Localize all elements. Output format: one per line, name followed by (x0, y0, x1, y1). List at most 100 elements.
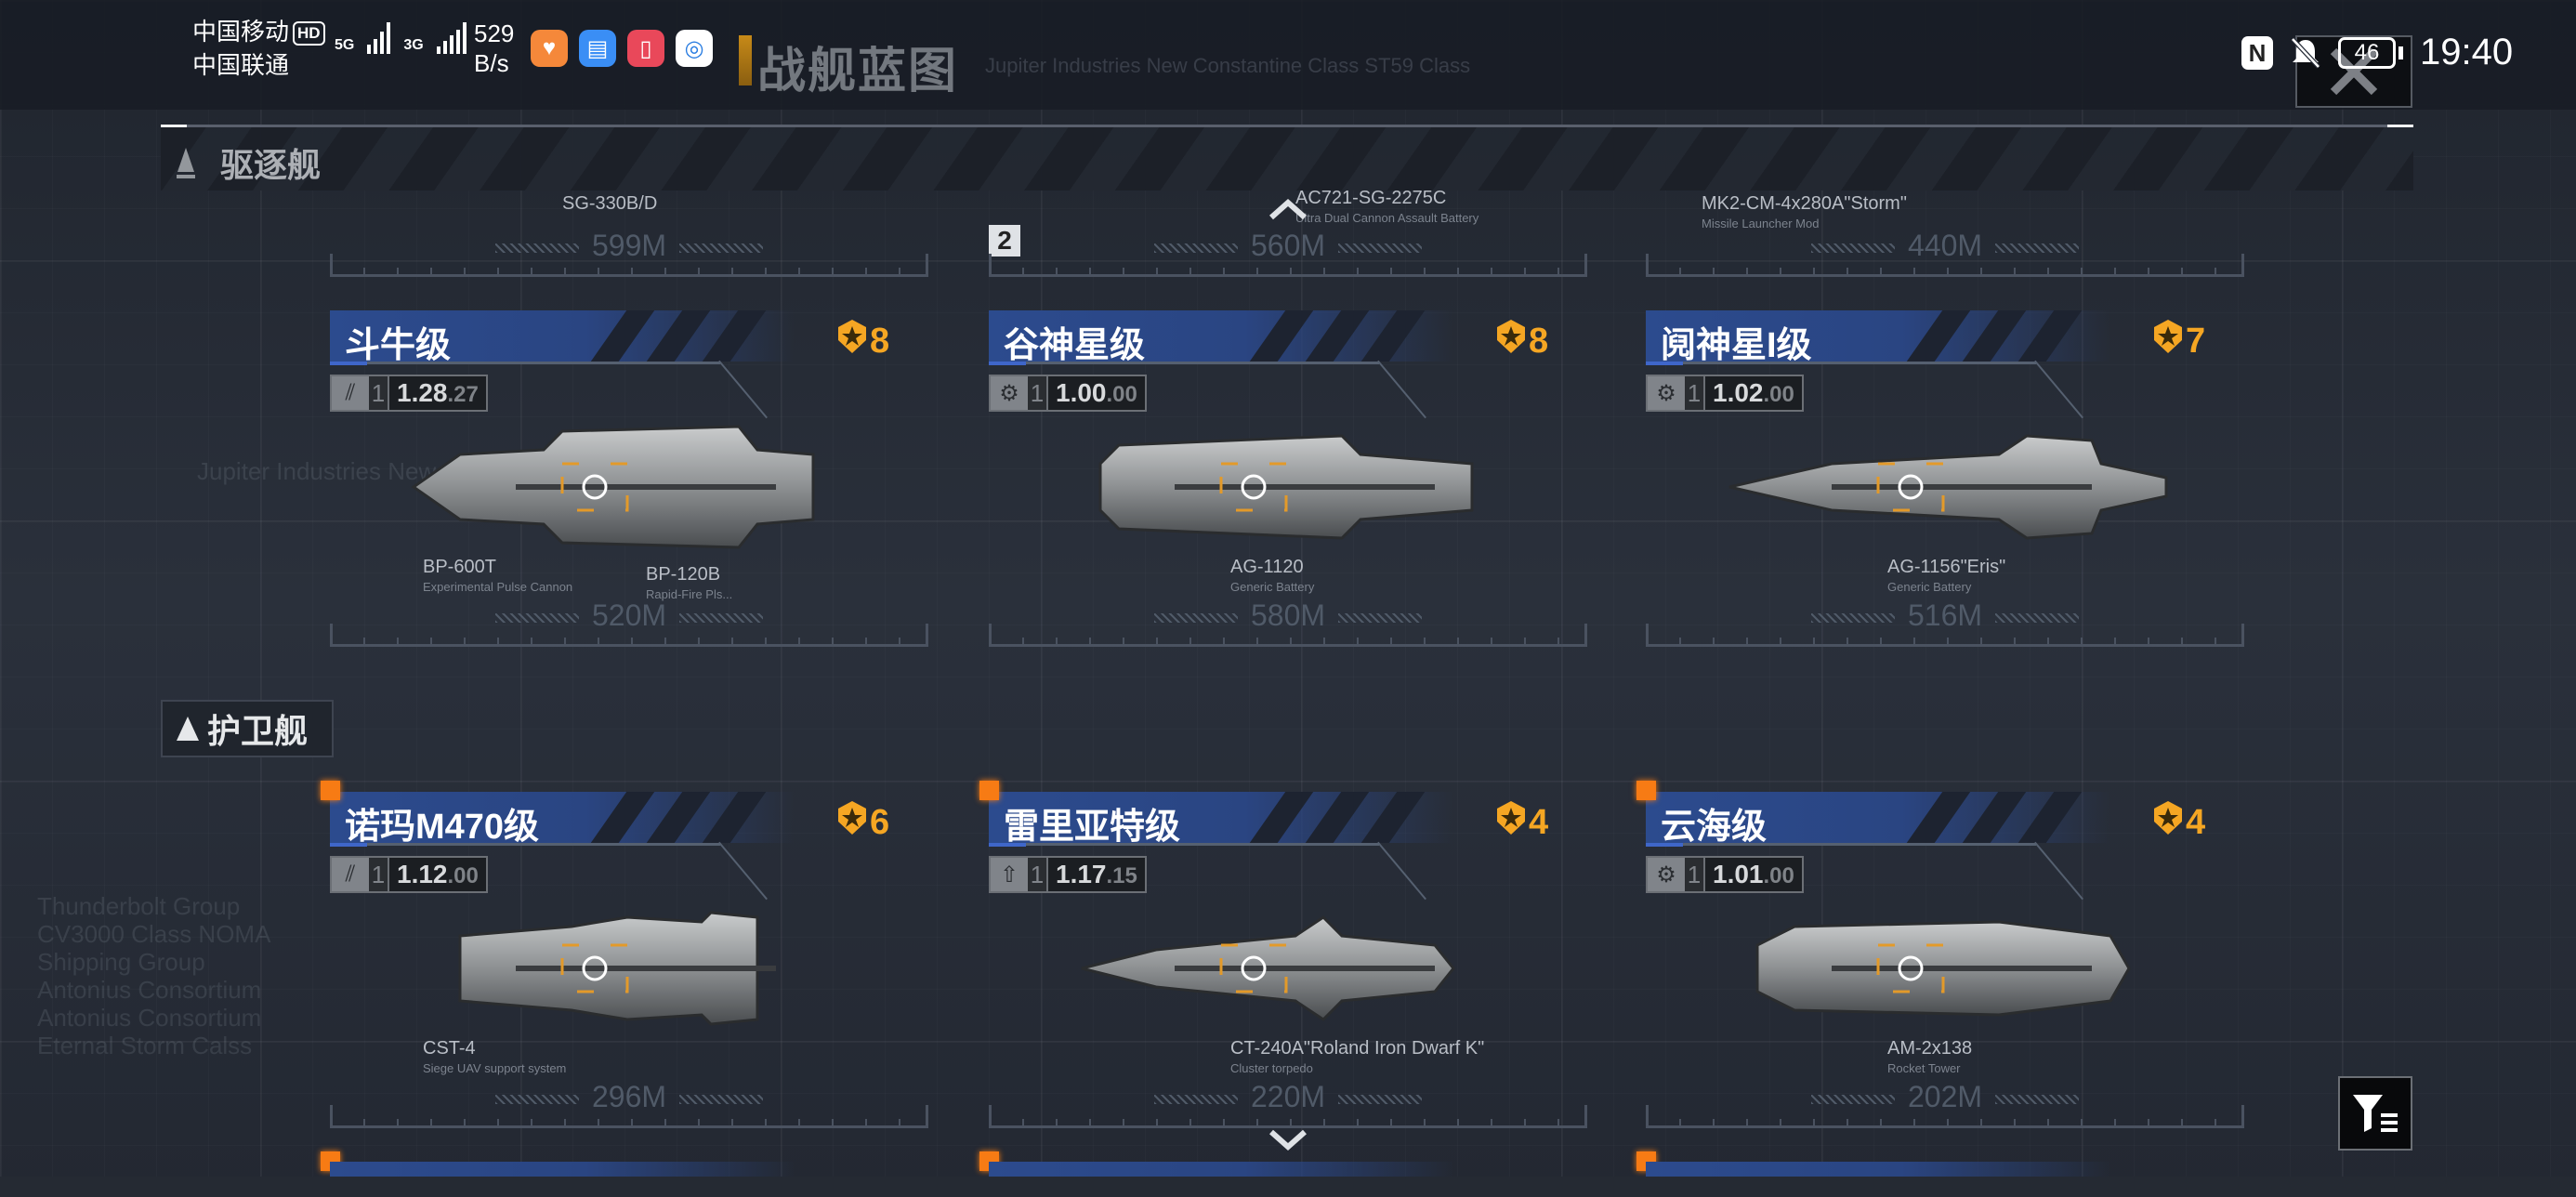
speed-unit: B/s (474, 49, 509, 77)
section-title: 护卫舰 (207, 712, 309, 750)
top-shade (0, 0, 2576, 110)
rank-insignia-icon (2152, 318, 2184, 364)
weapon-label: MK2-CM-4x280A"Storm"Missile Launcher Mod (1702, 193, 1907, 230)
weapon-label: CT-240A"Roland Iron Dwarf K"Cluster torp… (1230, 1038, 1484, 1075)
new-marker (1636, 781, 1656, 800)
weapon-name: SG-330B/D (562, 193, 658, 214)
weapon-desc: Missile Launcher Mod (1702, 217, 1820, 230)
value-main: 1.00 (1056, 378, 1107, 407)
bg-text: Thunderbolt Group CV3000 Class NOMA Ship… (37, 892, 297, 1059)
underline-accent (1646, 843, 1683, 847)
engineering-icon: ⚙ (1648, 858, 1685, 891)
section-header-frigate[interactable]: 护卫舰 (161, 700, 334, 757)
title-stripe (1249, 792, 1314, 843)
rank-insignia-icon (2152, 799, 2184, 846)
length-ruler (330, 624, 928, 647)
title-stripe (1360, 310, 1426, 362)
ship-value: 1.01.00 (1705, 858, 1802, 891)
value-sub: .15 (1106, 863, 1137, 888)
title-stripe (1906, 792, 1971, 843)
chevron-up-icon (1269, 198, 1307, 220)
filter-button[interactable] (2338, 1076, 2412, 1151)
ship-name: 谷神星级 (1004, 326, 1146, 365)
ship-level: 1 (369, 376, 389, 410)
nfc-icon: N (2241, 35, 2273, 70)
ship-name: 雷里亚特级 (1004, 808, 1181, 847)
title-marker (739, 35, 752, 86)
bg-text-line: Thunderbolt Group (37, 892, 241, 920)
ship-level: 1 (1685, 376, 1705, 410)
ship-card-partial[interactable] (989, 1162, 1587, 1177)
ship-level: 1 (1028, 858, 1048, 891)
scroll-up-button[interactable] (1268, 195, 1308, 228)
weapon-desc: Siege UAV support system (423, 1061, 567, 1075)
title-underline (989, 362, 1379, 365)
value-sub: .00 (447, 863, 479, 888)
weapon-desc: Generic Battery (1887, 580, 1972, 594)
weapon-name: CST-4 (423, 1038, 476, 1059)
ballistic-icon: ⫽ (332, 376, 369, 410)
weapon-label: AG-1156"Eris"Generic Battery (1887, 557, 2005, 594)
title-stripe (1305, 792, 1370, 843)
carrier-1-label: 中国移动 (192, 18, 290, 46)
value-sub: .00 (1106, 382, 1137, 407)
length-ruler (1646, 1105, 2244, 1128)
ship-image[interactable] (1720, 880, 2185, 1057)
weapon-desc: Generic Battery (1230, 580, 1315, 594)
title-bar (989, 310, 1453, 362)
title-stripe (1360, 792, 1426, 843)
title-bar (989, 792, 1453, 843)
section-header-destroyer[interactable]: 驱逐舰 (161, 125, 2413, 191)
rank-value: 7 (2186, 321, 2206, 361)
title-bar (330, 792, 795, 843)
title-underline (989, 843, 1379, 847)
value-main: 1.17 (1056, 860, 1107, 888)
ship-card-partial[interactable] (330, 1162, 928, 1177)
bottom-fade (0, 1177, 2576, 1197)
weapon-name: AM-2x138 (1887, 1038, 1973, 1059)
title-stripe (590, 310, 655, 362)
ship-name: 诺玛M470级 (345, 808, 540, 847)
rank-value: 6 (870, 802, 890, 842)
rank-badge: 4 (2152, 799, 2205, 846)
signal-icon (436, 22, 467, 54)
rank-badge: 4 (1495, 799, 1548, 846)
page-subtitle: Jupiter Industries New Constantine Class… (985, 54, 1471, 77)
underline-accent (989, 843, 1026, 847)
title-underline (330, 362, 720, 365)
value-sub: .27 (447, 382, 479, 407)
title-stripe (1249, 310, 1314, 362)
ship-image[interactable] (404, 399, 869, 575)
length-ruler (989, 254, 1587, 277)
ship-image[interactable] (1063, 399, 1528, 575)
ship-image[interactable] (1063, 880, 1528, 1057)
title-underline (330, 843, 720, 847)
ship-card-partial[interactable] (1646, 1162, 2244, 1177)
ship-image[interactable] (404, 880, 869, 1057)
ship-card-partial[interactable]: MK2-CM-4x280A"Storm"Missile Launcher Mod… (1646, 186, 2244, 279)
ship-image[interactable] (1720, 399, 2185, 575)
ship-value: 1.28.27 (389, 376, 486, 410)
scroll-down-button[interactable] (1268, 1126, 1308, 1159)
engineering-icon: ⚙ (991, 376, 1028, 410)
net1-label: 5G (335, 37, 355, 53)
ship-level: 1 (1685, 858, 1705, 891)
net2-label: 3G (403, 37, 424, 53)
ship-value: 1.17.15 (1048, 858, 1145, 891)
missile-icon: ⇧ (991, 858, 1028, 891)
collapse-triangle-icon (177, 717, 199, 741)
